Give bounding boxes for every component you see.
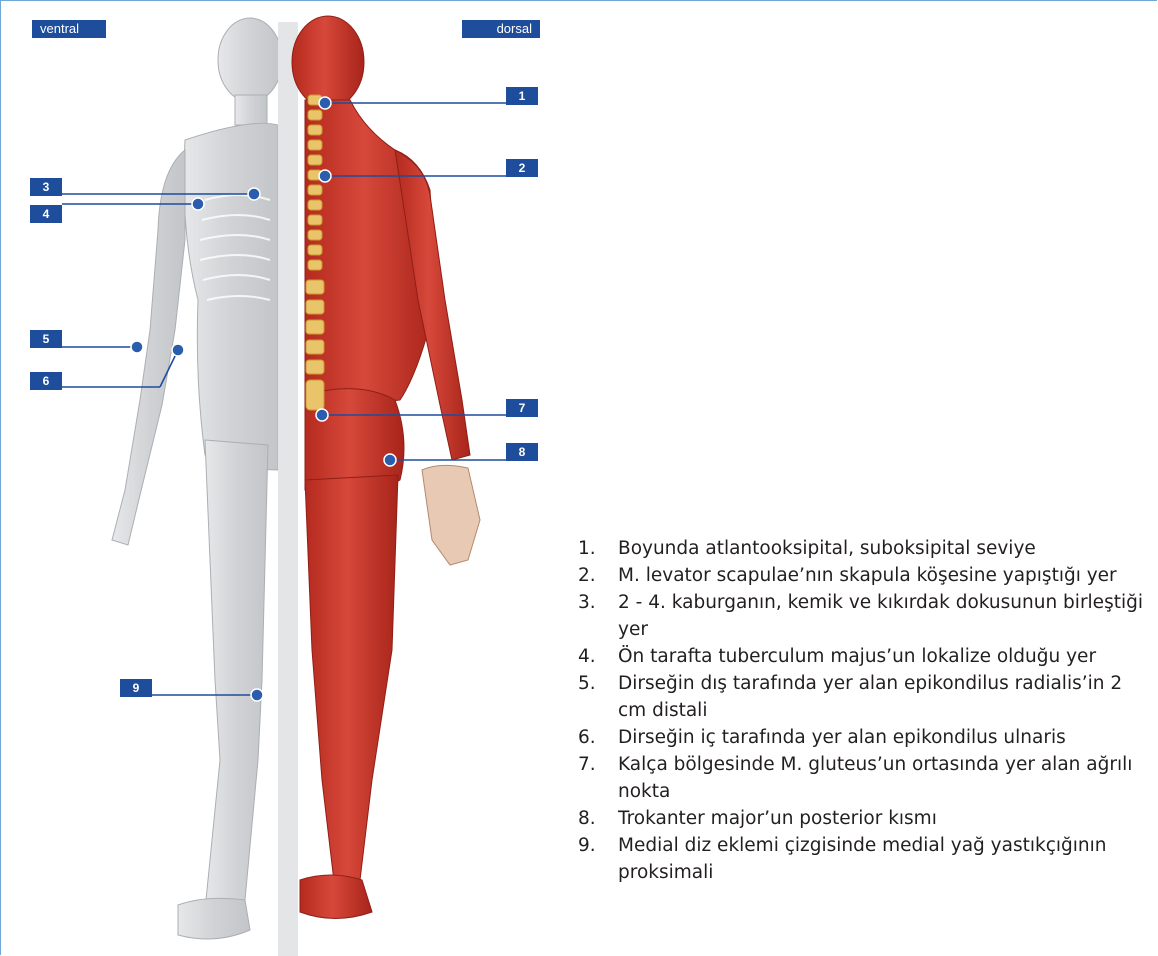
dorsal-spine — [306, 95, 324, 410]
marker-label-9: 9 — [120, 679, 152, 697]
marker-dot-3 — [248, 188, 260, 200]
legend-text: Boyunda atlantooksipital, suboksipital s… — [618, 538, 1036, 559]
legend-text: Dirseğin iç tarafında yer alan epikondil… — [618, 727, 1066, 748]
legend-item: 2. M. levator scapulae’nın skapula köşesi… — [572, 562, 1152, 589]
legend-item: 4. Ön tarafta tuberculum majus’un lokaliz… — [572, 643, 1152, 670]
marker-label-1: 1 — [506, 87, 538, 105]
legend-item: 6. Dirseğin iç tarafında yer alan epikond… — [572, 724, 1152, 751]
marker-label-6: 6 — [30, 372, 62, 390]
legend-number: 8. — [578, 805, 596, 832]
marker-label-3: 3 — [30, 178, 62, 196]
legend-number: 3. — [578, 589, 596, 616]
marker-label-5: 5 — [30, 330, 62, 348]
dorsal-hand — [422, 465, 480, 565]
legend-number: 6. — [578, 724, 596, 751]
legend-list: 1. Boyunda atlantooksipital, suboksipital… — [572, 535, 1152, 886]
legend-number: 4. — [578, 643, 596, 670]
legend-item: 3. 2 - 4. kaburganın, kemik ve kıkırdak d… — [572, 589, 1152, 643]
legend-item: 9. Medial diz eklemi çizgisinde medial ya… — [572, 832, 1152, 886]
legend-text: Dirseğin dış tarafında yer alan epikondi… — [618, 673, 1122, 721]
legend-text: Ön tarafta tuberculum majus’un lokalize … — [618, 646, 1096, 667]
view-label-dorsal: dorsal — [462, 20, 540, 38]
legend-number: 9. — [578, 832, 596, 859]
legend-item: 8. Trokanter major’un posterior kısmı — [572, 805, 1152, 832]
legend-number: 2. — [578, 562, 596, 589]
legend-text: Kalça bölgesinde M. gluteus’un ortasında… — [618, 754, 1132, 802]
legend-item: 5. Dirseğin dış tarafında yer alan epikon… — [572, 670, 1152, 724]
marker-dot-4 — [192, 198, 204, 210]
legend-text: M. levator scapulae’nın skapula köşesine… — [618, 565, 1117, 586]
marker-label-4: 4 — [30, 205, 62, 223]
marker-dot-9 — [251, 689, 263, 701]
legend-text: 2 - 4. kaburganın, kemik ve kıkırdak dok… — [618, 592, 1143, 640]
marker-label-7: 7 — [506, 399, 538, 417]
legend-number: 5. — [578, 670, 596, 697]
marker-dot-7 — [316, 409, 328, 421]
ventral-figure — [112, 18, 282, 939]
marker-label-8: 8 — [506, 443, 538, 461]
divider — [278, 22, 298, 956]
marker-dot-8 — [384, 454, 396, 466]
legend-text: Medial diz eklemi çizgisinde medial yağ … — [618, 835, 1107, 883]
marker-dot-5 — [131, 341, 143, 353]
marker-dot-2 — [319, 170, 331, 182]
body-illustration — [0, 0, 560, 956]
legend-text: Trokanter major’un posterior kısmı — [618, 808, 937, 829]
marker-dot-6 — [172, 344, 184, 356]
legend-item: 7. Kalça bölgesinde M. gluteus’un ortasın… — [572, 751, 1152, 805]
marker-label-2: 2 — [506, 159, 538, 177]
marker-dot-1 — [319, 97, 331, 109]
legend-number: 1. — [578, 535, 596, 562]
view-label-ventral: ventral — [32, 20, 106, 38]
legend-number: 7. — [578, 751, 596, 778]
legend-item: 1. Boyunda atlantooksipital, suboksipital… — [572, 535, 1152, 562]
